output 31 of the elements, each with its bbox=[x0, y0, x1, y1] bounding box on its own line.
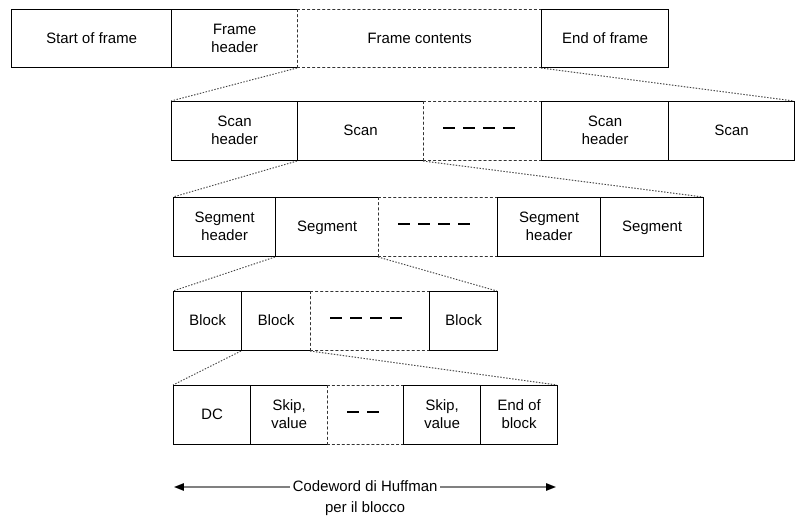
field-box: End of block bbox=[480, 385, 558, 445]
field-box: Scan header bbox=[171, 101, 298, 161]
collapsed-field-box bbox=[327, 385, 404, 445]
expansion-line bbox=[172, 350, 242, 386]
expansion-line bbox=[172, 256, 276, 292]
expansion-line bbox=[540, 68, 794, 102]
field-box: Block bbox=[429, 291, 498, 351]
field-box: Start of frame bbox=[11, 9, 172, 68]
expansion-line bbox=[172, 160, 298, 198]
field-box: Skip, value bbox=[250, 385, 328, 445]
field-box: Skip, value bbox=[403, 385, 481, 445]
field-box: Scan bbox=[297, 101, 424, 161]
collapsed-field-box bbox=[378, 197, 498, 257]
field-box: Segment header bbox=[173, 197, 276, 257]
collapsed-field-box: Frame contents bbox=[297, 9, 542, 68]
field-box: Segment header bbox=[497, 197, 601, 257]
expansion-line bbox=[422, 160, 704, 198]
field-box: Frame header bbox=[171, 9, 298, 68]
expansion-line bbox=[170, 68, 298, 102]
field-box: End of frame bbox=[541, 9, 669, 68]
field-box: Scan header bbox=[541, 101, 669, 161]
field-box: Block bbox=[241, 291, 311, 351]
field-box: Segment bbox=[600, 197, 704, 257]
field-box: DC bbox=[173, 385, 251, 445]
expansion-line bbox=[310, 350, 558, 386]
collapsed-field-box bbox=[423, 101, 542, 161]
collapsed-field-box bbox=[310, 291, 430, 351]
expansion-line bbox=[378, 256, 498, 292]
field-box: Block bbox=[173, 291, 242, 351]
field-box: Segment bbox=[275, 197, 379, 257]
field-box: Scan bbox=[668, 101, 795, 161]
